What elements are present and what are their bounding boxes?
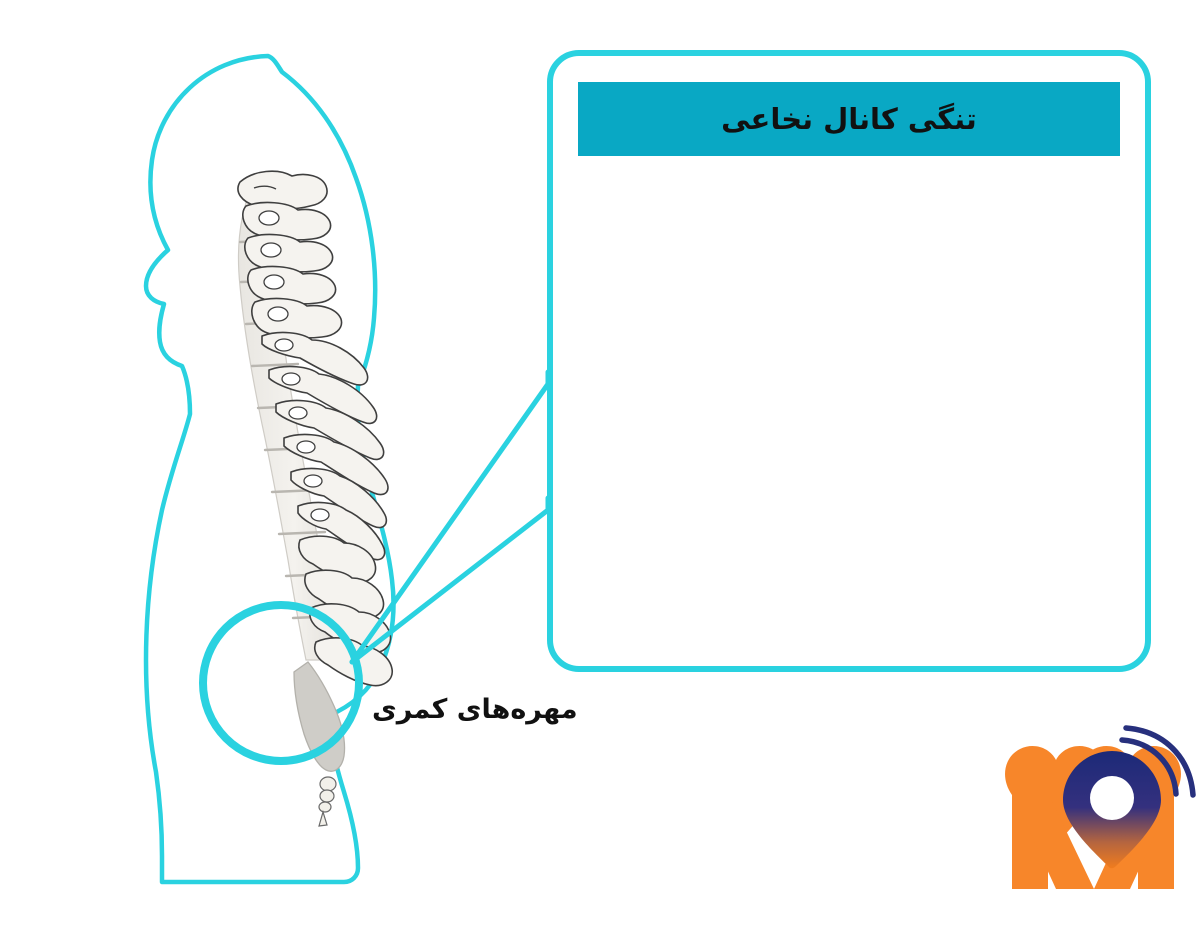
logo-pin-hole [1090,776,1134,820]
coccyx [318,776,337,827]
logo-signal-waves [1119,725,1196,798]
body-outline-path [143,53,396,885]
vertebrae-processes [237,170,393,687]
body-silhouette [143,53,396,885]
logo-diagonal-left [1012,793,1094,889]
lumbar-vertebrae-label: مهره‌های کمری [372,694,578,725]
brand-logo[interactable] [1005,725,1196,889]
sacrum-coccyx [293,661,346,827]
callout-title-banner: تنگی کانال نخاعی [578,82,1120,156]
page-title: تنگی کانال نخاعی [721,101,977,136]
lumbar-highlight-circle [199,601,363,765]
